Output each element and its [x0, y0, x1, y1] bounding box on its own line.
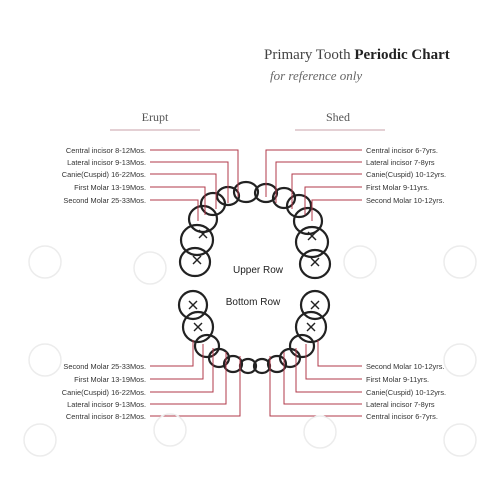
lower-shed-label: Second Molar 10-12yrs.: [366, 362, 445, 371]
upper-erupt-leader-line: [150, 161, 229, 203]
lower-erupt-leader-line: [150, 348, 214, 393]
lower-erupt-label: Central incisor 8-12Mos.: [65, 412, 146, 421]
molar-cross-mark: [307, 231, 317, 241]
lower-tooth: [193, 333, 221, 359]
lower-erupt-label: First Molar 13-19Mos.: [74, 375, 146, 384]
upper-tooth: [298, 248, 332, 280]
molar-cross-mark: [192, 255, 202, 265]
lower-tooth: [181, 310, 215, 344]
upper-tooth: [232, 180, 260, 204]
lower-erupt-leader-line: [150, 356, 241, 417]
upper-erupt-label: Central incisor 8-12Mos.: [65, 146, 146, 155]
upper-erupt-leader-line: [150, 149, 239, 197]
background-pattern: [28, 343, 62, 377]
molar-cross-mark: [198, 229, 208, 239]
erupt-header: Erupt: [141, 110, 169, 124]
lower-erupt-leader-line: [150, 340, 194, 367]
lower-erupt-label: Canie(Cuspid) 16-22Mos.: [61, 388, 146, 397]
molar-cross-mark: [306, 322, 316, 332]
upper-shed-leader-line: [304, 186, 362, 215]
molar-cross-mark: [188, 300, 198, 310]
upper-tooth: [179, 223, 215, 257]
lower-erupt-leader-line: [150, 352, 227, 405]
shed-header: Shed: [326, 110, 350, 124]
lower-tooth: [222, 354, 244, 374]
lower-shed-leader-line: [295, 348, 362, 393]
upper-shed-leader-line: [311, 199, 362, 221]
upper-tooth: [285, 193, 313, 219]
upper-shed-label: Central incisor 6-7yrs.: [366, 146, 438, 155]
upper-shed-label: Second Molar 10-12yrs.: [366, 196, 445, 205]
lower-shed-label: Canie(Cuspid) 10-12yrs.: [366, 388, 447, 397]
background-pattern: [443, 343, 477, 377]
lower-erupt-label: Lateral incisor 9-13Mos.: [67, 400, 146, 409]
upper-tooth: [294, 225, 330, 259]
lower-shed-leader-line: [283, 352, 362, 405]
background-pattern: [343, 245, 377, 279]
upper-shed-label: Canie(Cuspid) 10-12yrs.: [366, 170, 447, 179]
lower-erupt-leader-line: [150, 344, 204, 380]
upper-shed-leader-line: [265, 149, 362, 197]
lower-tooth: [294, 310, 328, 344]
upper-erupt-leader-line: [150, 199, 199, 221]
lower-erupt-label: Second Molar 25-33Mos.: [63, 362, 146, 371]
lower-tooth: [266, 354, 288, 374]
upper-shed-label: Lateral incisor 7-8yrs: [366, 158, 435, 167]
upper-tooth: [292, 206, 324, 236]
upper-shed-label: First Molar 9-11yrs.: [366, 183, 430, 192]
background-pattern: [23, 423, 57, 457]
background-pattern: [28, 245, 62, 279]
chart-title: Primary Tooth Periodic Chart: [264, 47, 450, 63]
upper-tooth: [178, 246, 212, 278]
molar-cross-mark: [310, 300, 320, 310]
upper-erupt-leader-line: [150, 173, 217, 209]
lower-shed-label: Lateral incisor 7-8yrs: [366, 400, 435, 409]
upper-erupt-label: Canie(Cuspid) 16-22Mos.: [61, 170, 146, 179]
upper-erupt-label: First Molar 13-19Mos.: [74, 183, 146, 192]
background-pattern: [443, 423, 477, 457]
bottom-row-label: Bottom Row: [225, 297, 281, 308]
upper-erupt-label: Second Molar 25-33Mos.: [63, 196, 146, 205]
lower-shed-leader-line: [305, 344, 362, 380]
background-pattern: [443, 245, 477, 279]
background-pattern: [303, 415, 337, 449]
upper-row-label: Upper Row: [232, 265, 284, 276]
upper-tooth: [199, 191, 227, 217]
lower-tooth: [299, 289, 331, 321]
lower-shed-leader-line: [317, 340, 362, 367]
background-pattern: [153, 413, 187, 447]
background-pattern: [133, 251, 167, 285]
upper-tooth: [187, 204, 219, 234]
upper-shed-leader-line: [275, 161, 362, 203]
lower-tooth: [177, 289, 209, 321]
upper-tooth: [271, 186, 297, 210]
molar-cross-mark: [193, 322, 203, 332]
lower-tooth: [278, 347, 302, 369]
molar-cross-mark: [310, 257, 320, 267]
lower-shed-label: Central incisor 6-7yrs.: [366, 412, 438, 421]
upper-erupt-label: Lateral incisor 9-13Mos.: [67, 158, 146, 167]
lower-shed-leader-line: [269, 356, 362, 417]
lower-tooth: [288, 333, 316, 359]
chart-subtitle: for reference only: [270, 68, 363, 83]
upper-erupt-leader-line: [150, 186, 206, 215]
upper-shed-leader-line: [291, 173, 362, 209]
lower-shed-label: First Molar 9-11yrs.: [366, 375, 430, 384]
